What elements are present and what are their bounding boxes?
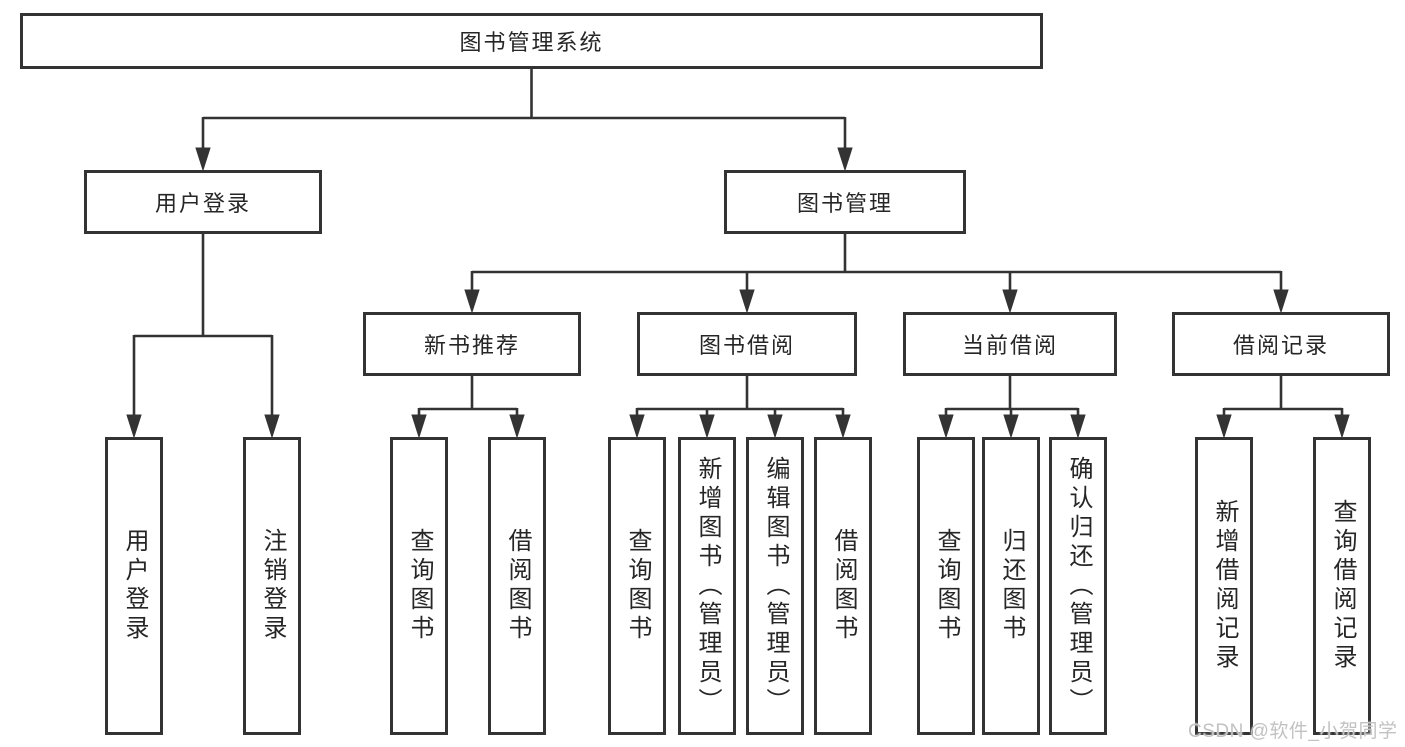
leaf-query-books: 查询图书 — [608, 437, 666, 735]
leaf-confirm-return-admin: 确认归还（管理员） — [1049, 437, 1107, 735]
node-book-management: 图书管理 — [724, 170, 966, 234]
node-label: 新增借阅记录 — [1211, 499, 1238, 673]
leaf-return-books: 归还图书 — [982, 437, 1040, 735]
leaf-edit-book-admin: 编辑图书（管理员） — [746, 437, 804, 735]
leaf-add-book-admin: 新增图书（管理员） — [678, 437, 736, 735]
node-label: 图书管理 — [796, 191, 893, 216]
leaf-borrow-books: 借阅图书 — [814, 437, 872, 735]
node-label: 归还图书 — [998, 528, 1025, 644]
node-label: 用户登录 — [154, 191, 251, 216]
node-label: 新增图书（管理员） — [694, 455, 721, 717]
node-label: 借阅图书 — [830, 528, 857, 644]
node-label: 查询图书 — [933, 528, 960, 644]
node-borrow-records: 借阅记录 — [1172, 312, 1390, 376]
node-label: 确认归还（管理员） — [1065, 455, 1092, 717]
node-root: 图书管理系统 — [20, 13, 1043, 69]
node-label: 注销登录 — [259, 528, 286, 644]
csdn-watermark: CSDN @软件_小贺同学 — [1188, 721, 1398, 742]
node-new-book-recommend: 新书推荐 — [363, 312, 581, 376]
node-label: 图书借阅 — [698, 333, 795, 358]
leaf-borrow-books: 借阅图书 — [488, 437, 546, 735]
node-label: 用户登录 — [121, 528, 148, 644]
node-current-borrow: 当前借阅 — [903, 312, 1117, 376]
node-book-borrow: 图书借阅 — [637, 312, 857, 376]
node-label: 图书管理系统 — [459, 30, 604, 55]
node-label: 借阅图书 — [504, 528, 531, 644]
leaf-user-login: 用户登录 — [105, 437, 163, 735]
leaf-query-books: 查询图书 — [917, 437, 975, 735]
node-label: 编辑图书（管理员） — [762, 455, 789, 717]
node-label: 查询图书 — [624, 528, 651, 644]
leaf-query-borrow-record: 查询借阅记录 — [1313, 437, 1371, 735]
node-label: 当前借阅 — [961, 333, 1058, 358]
leaf-query-books: 查询图书 — [390, 437, 448, 735]
leaf-add-borrow-record: 新增借阅记录 — [1195, 437, 1253, 735]
node-label: 借阅记录 — [1232, 333, 1329, 358]
node-label: 查询借阅记录 — [1329, 499, 1356, 673]
node-user-login: 用户登录 — [84, 170, 322, 234]
node-label: 新书推荐 — [423, 333, 520, 358]
leaf-logout: 注销登录 — [243, 437, 301, 735]
node-label: 查询图书 — [406, 528, 433, 644]
